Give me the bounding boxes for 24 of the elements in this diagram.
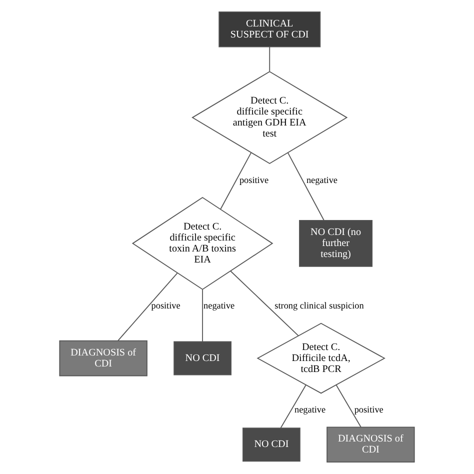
- edge-label: positive: [239, 174, 269, 185]
- connector: [280, 384, 306, 428]
- edge-label: negative: [294, 404, 326, 414]
- edge-label: strong clinical suspicion: [274, 300, 364, 311]
- node-box: DIAGNOSIS of CDI: [59, 340, 148, 376]
- node-diamond: Detect C. difficile specific antigen GDH EIA test: [192, 71, 348, 164]
- connector: [336, 384, 362, 428]
- node-diamond: Detect C. difficile specific toxin A/B toxins EIA: [132, 196, 274, 290]
- connector: [230, 270, 299, 336]
- connector: [202, 289, 203, 342]
- connector: [118, 272, 178, 341]
- edge-label: negative: [204, 300, 235, 311]
- edge-label: positive: [354, 404, 384, 414]
- node-box: NO CDI: [242, 428, 300, 462]
- edge-label: negative: [306, 174, 338, 185]
- connector: [287, 152, 324, 221]
- edge-label: positive: [151, 300, 180, 311]
- connector: [220, 152, 252, 210]
- connector: [269, 46, 270, 72]
- node-diamond: Detect C. Difficile tcdA, tcdB PCR: [256, 322, 386, 394]
- node-box: NO CDI (no further testing): [299, 220, 373, 267]
- node-box: DIAGNOSIS of CDI: [326, 426, 415, 463]
- node-box: NO CDI: [174, 341, 232, 376]
- node-box: CLINICAL SUSPECT OF CDI: [218, 11, 321, 48]
